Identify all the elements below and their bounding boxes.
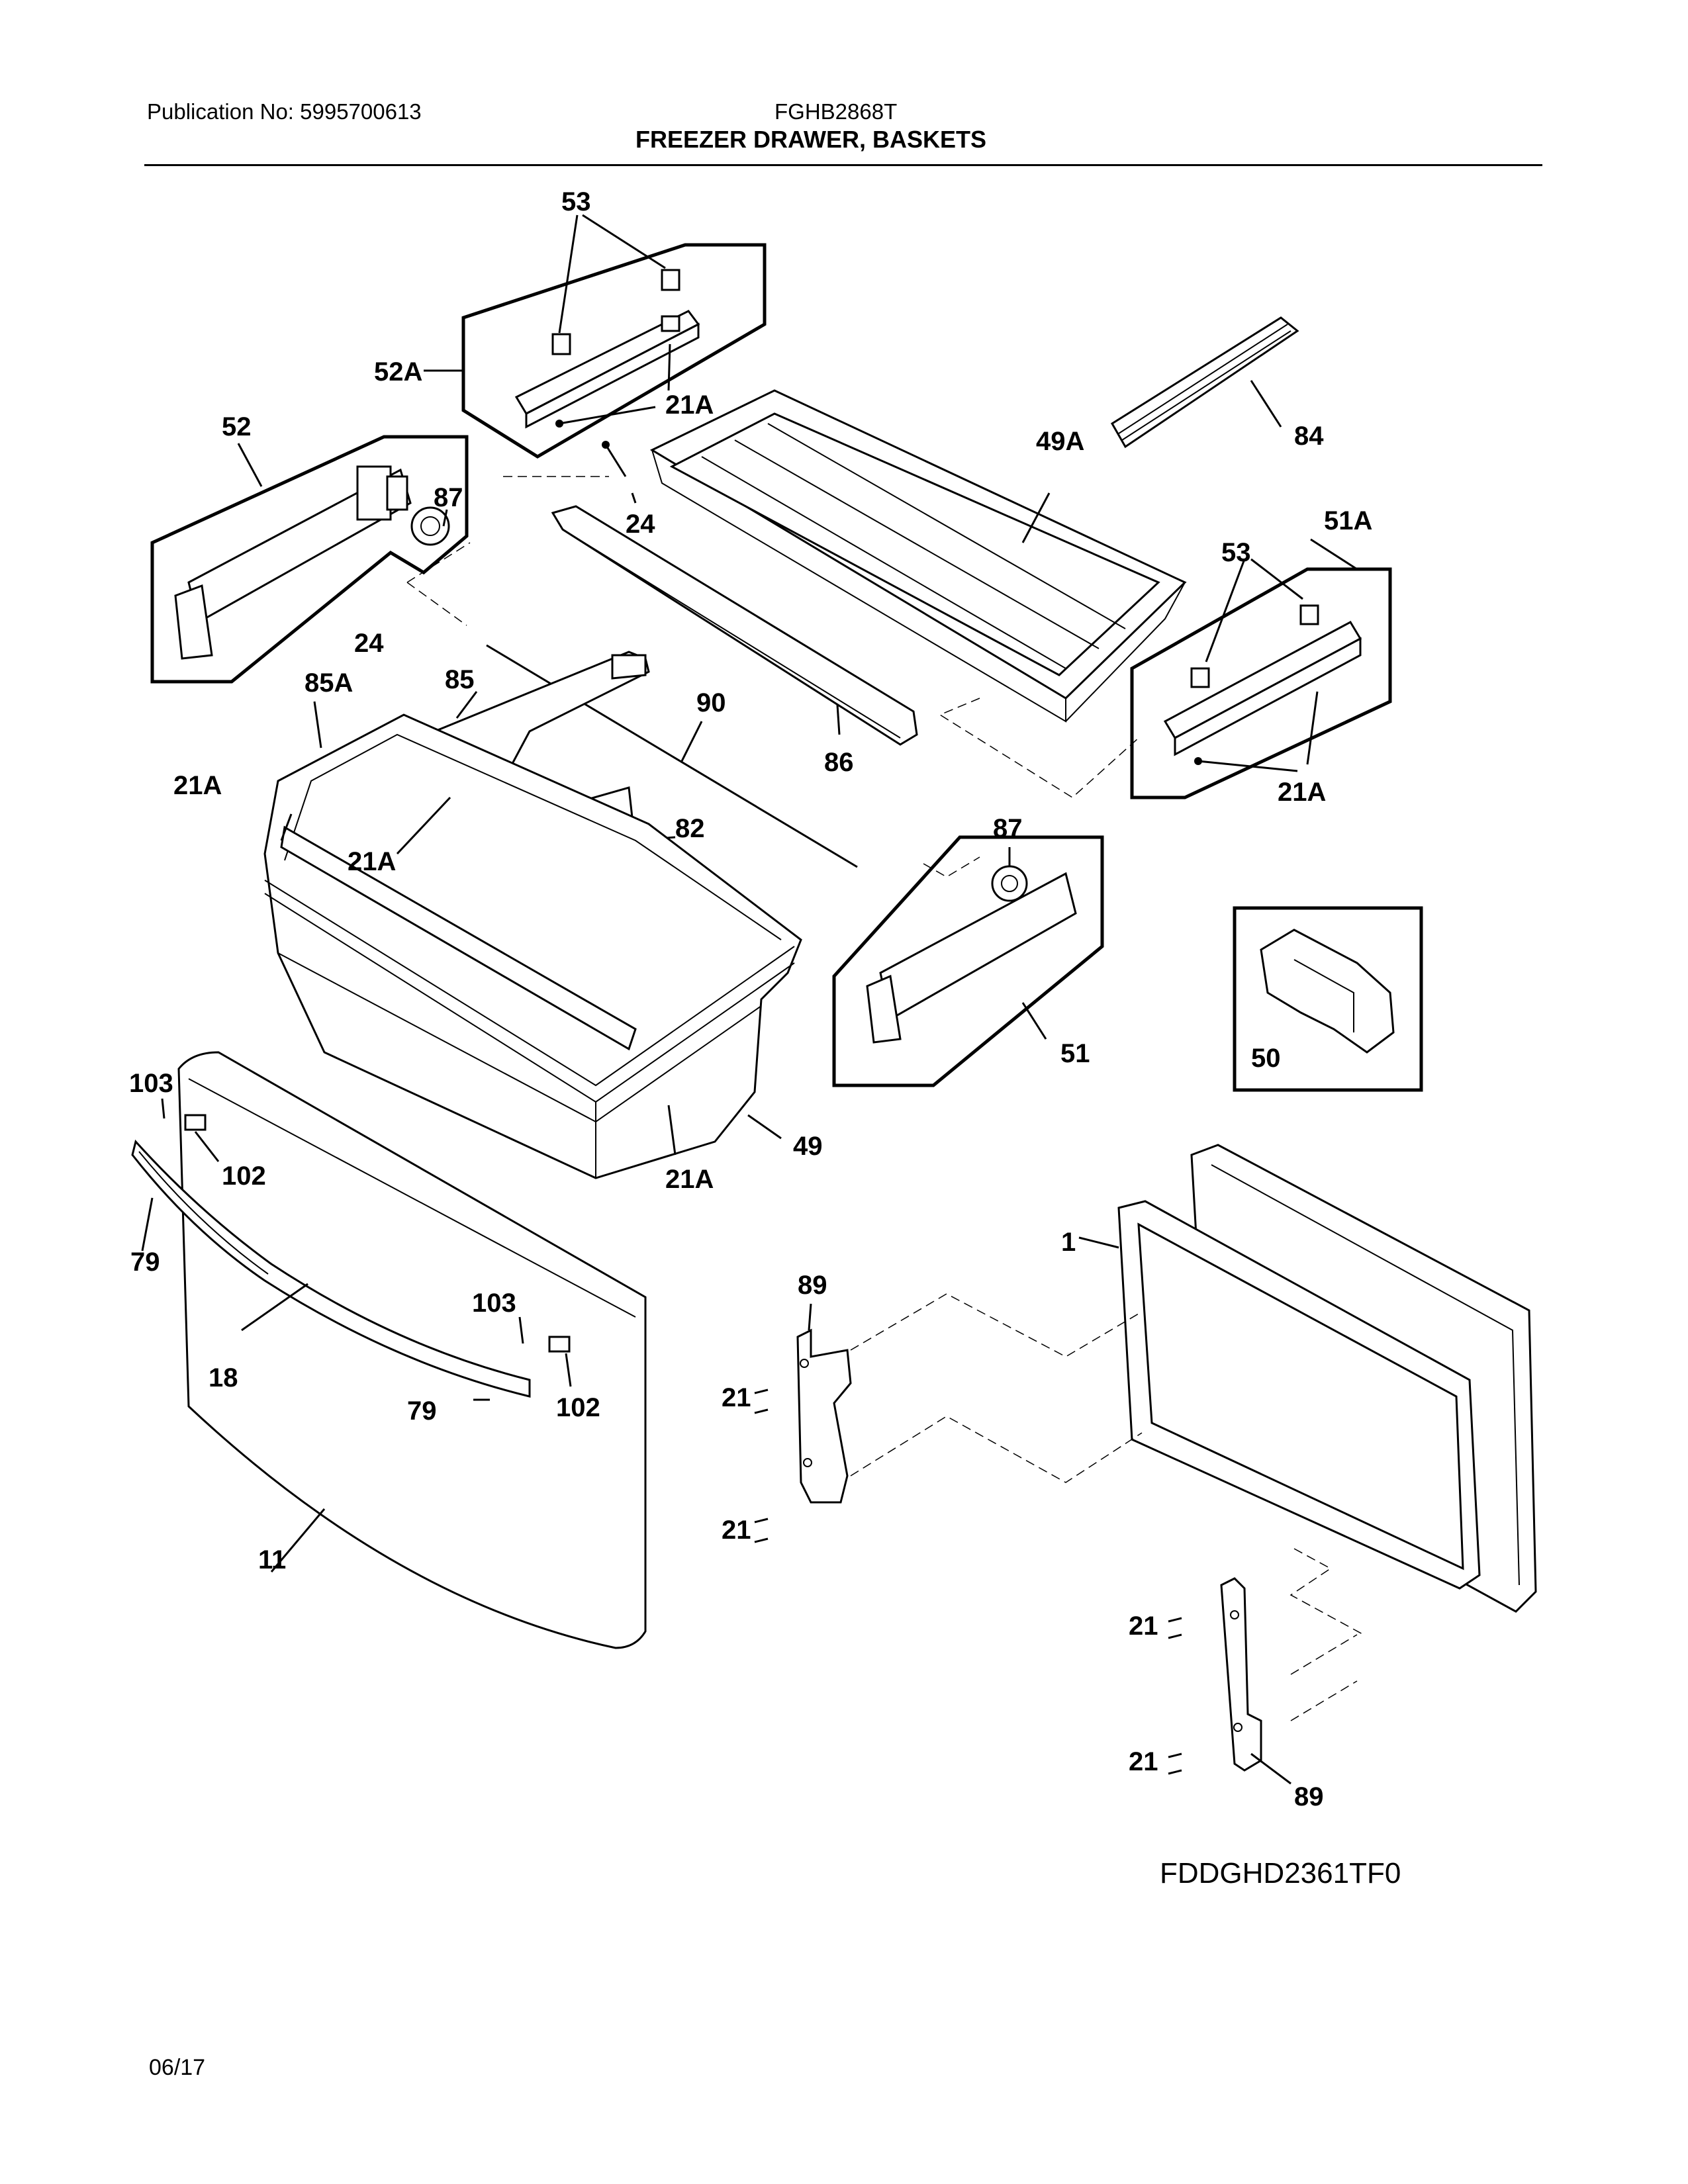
callout-86: 86 bbox=[824, 748, 854, 777]
model-number: FGHB2868T bbox=[774, 99, 898, 124]
page-title: FREEZER DRAWER, BASKETS bbox=[635, 126, 987, 153]
slide-assembly-52 bbox=[174, 465, 450, 660]
part-box-51A bbox=[1130, 567, 1392, 799]
header-divider bbox=[144, 164, 1542, 166]
clip-50 bbox=[1260, 929, 1395, 1054]
part-box-50 bbox=[1233, 906, 1423, 1092]
callout-85A: 85A bbox=[305, 668, 353, 698]
callout-89-upper: 89 bbox=[798, 1271, 827, 1300]
handle-18 bbox=[131, 1139, 531, 1398]
callout-52: 52 bbox=[222, 412, 252, 441]
hinge-bracket-89-upper bbox=[796, 1328, 852, 1504]
callout-89-lower: 89 bbox=[1294, 1782, 1324, 1811]
callout-79-right: 79 bbox=[407, 1396, 437, 1426]
rod-90 bbox=[486, 644, 858, 868]
guide-lines-upper bbox=[406, 476, 1139, 878]
callout-1: 1 bbox=[1061, 1228, 1076, 1257]
callout-87-left: 87 bbox=[434, 483, 463, 512]
callout-21A-bottom: 21A bbox=[665, 1165, 714, 1194]
callout-51A: 51A bbox=[1324, 506, 1372, 535]
part-box-52A bbox=[461, 243, 767, 459]
callout-53-top: 53 bbox=[561, 187, 591, 216]
guide-lines-lower bbox=[850, 1293, 1364, 1721]
callout-24-upper: 24 bbox=[626, 510, 655, 539]
front-rail-86 bbox=[551, 505, 918, 746]
callout-24-lower: 24 bbox=[354, 629, 384, 658]
publication-number: Publication No: 5995700613 bbox=[147, 99, 422, 124]
callout-50: 50 bbox=[1251, 1044, 1281, 1073]
callout-49: 49 bbox=[793, 1132, 823, 1161]
callout-21A-center: 21A bbox=[348, 847, 396, 876]
callout-82: 82 bbox=[675, 814, 705, 843]
callout-51: 51 bbox=[1060, 1039, 1090, 1068]
callout-21A-right: 21A bbox=[1278, 778, 1326, 807]
hinge-bracket-89-lower bbox=[1220, 1577, 1262, 1772]
callout-103-left: 103 bbox=[129, 1069, 173, 1098]
callout-102-left: 102 bbox=[222, 1161, 266, 1191]
revision-date: 06/17 bbox=[149, 2055, 206, 2080]
callout-85: 85 bbox=[445, 665, 475, 694]
callout-53-right: 53 bbox=[1221, 538, 1251, 567]
callout-79-left: 79 bbox=[130, 1248, 160, 1277]
callout-21-d: 21 bbox=[1129, 1747, 1158, 1776]
callout-21-a: 21 bbox=[722, 1383, 751, 1412]
callout-102-right: 102 bbox=[556, 1393, 600, 1422]
part-box-51 bbox=[832, 835, 1104, 1087]
wire-basket-49A bbox=[649, 389, 1187, 723]
rail-52A bbox=[514, 269, 700, 429]
callout-21A-left: 21A bbox=[173, 771, 222, 800]
callout-11: 11 bbox=[258, 1545, 286, 1574]
divider-84 bbox=[1110, 316, 1299, 449]
callout-21A-upper: 21A bbox=[665, 390, 714, 420]
end-cap-102-right bbox=[548, 1336, 571, 1353]
drawing-code: FDDGHD2361TF0 bbox=[1160, 1857, 1401, 1889]
callout-18: 18 bbox=[209, 1363, 238, 1392]
rail-51A bbox=[1163, 604, 1362, 756]
freezer-drawer-49 bbox=[263, 713, 802, 1179]
callout-21-c: 21 bbox=[1129, 1612, 1158, 1641]
callout-49A: 49A bbox=[1036, 427, 1084, 456]
end-cap-102-left bbox=[184, 1114, 207, 1131]
callout-52A: 52A bbox=[374, 357, 422, 387]
callout-87-right: 87 bbox=[993, 814, 1023, 843]
callout-84: 84 bbox=[1294, 422, 1324, 451]
slide-assembly-51 bbox=[866, 865, 1077, 1044]
callout-21-b: 21 bbox=[722, 1516, 751, 1545]
callout-90: 90 bbox=[696, 688, 726, 717]
callout-103-right: 103 bbox=[472, 1289, 516, 1318]
